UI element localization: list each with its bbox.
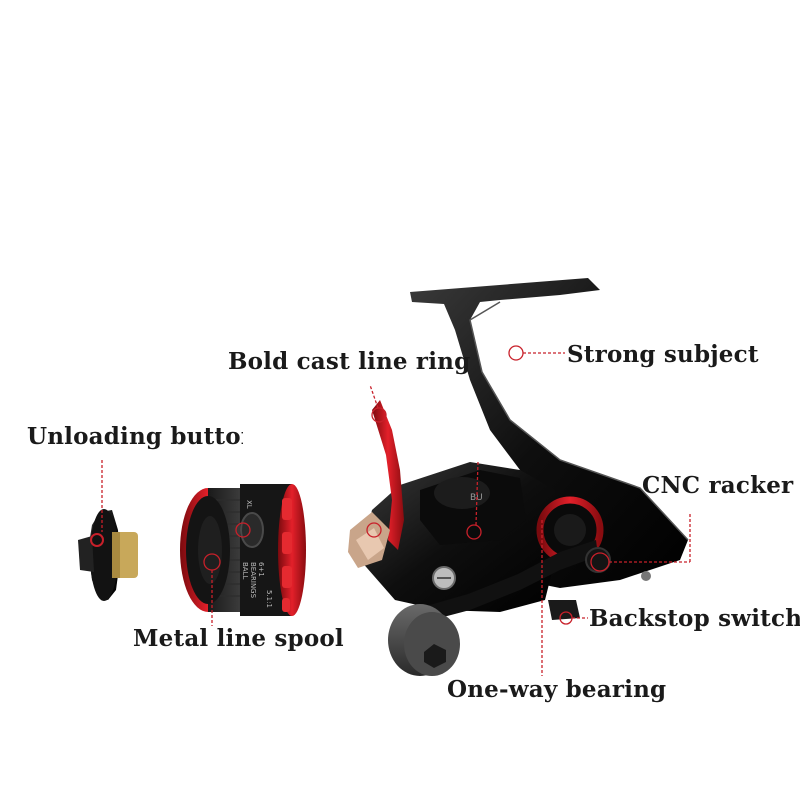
spool-print-line3: 6+1 [257, 562, 265, 577]
reel-body-part: BU [348, 278, 689, 676]
spool-print-line4: 5.1:1 [265, 590, 273, 608]
spool-print-line1: BALL [241, 562, 249, 579]
leader-rotor [475, 461, 479, 526]
label-metal-line-spool: Metal line spool [133, 625, 344, 652]
label-bold-cast-line-ring: Bold cast line ring [228, 348, 471, 375]
label-backstop-switch: Backstop switch [589, 605, 800, 632]
marker-strong-subject [508, 345, 524, 361]
unloading-button-part [78, 509, 138, 601]
spool-print-line2: BEARINGS [249, 562, 257, 599]
label-strong-subject: Strong subject [567, 341, 759, 368]
marker-rotor [466, 524, 482, 540]
leader-cast-ring [369, 384, 379, 409]
marker-spool-button [235, 522, 251, 538]
marker-cast-ring [371, 407, 387, 423]
label-unloading-button: Unloading button [27, 423, 243, 450]
spool-print-mark: XL [245, 500, 253, 509]
label-cnc-racker: CNC racker [642, 472, 794, 499]
label-one-way-bearing: One-way bearing [447, 676, 667, 703]
callout-leaders [101, 345, 691, 676]
metal-line-spool-part: XL BALL BEARINGS 6+1 5.1:1 [180, 484, 306, 616]
marker-bail-roller [366, 522, 382, 538]
